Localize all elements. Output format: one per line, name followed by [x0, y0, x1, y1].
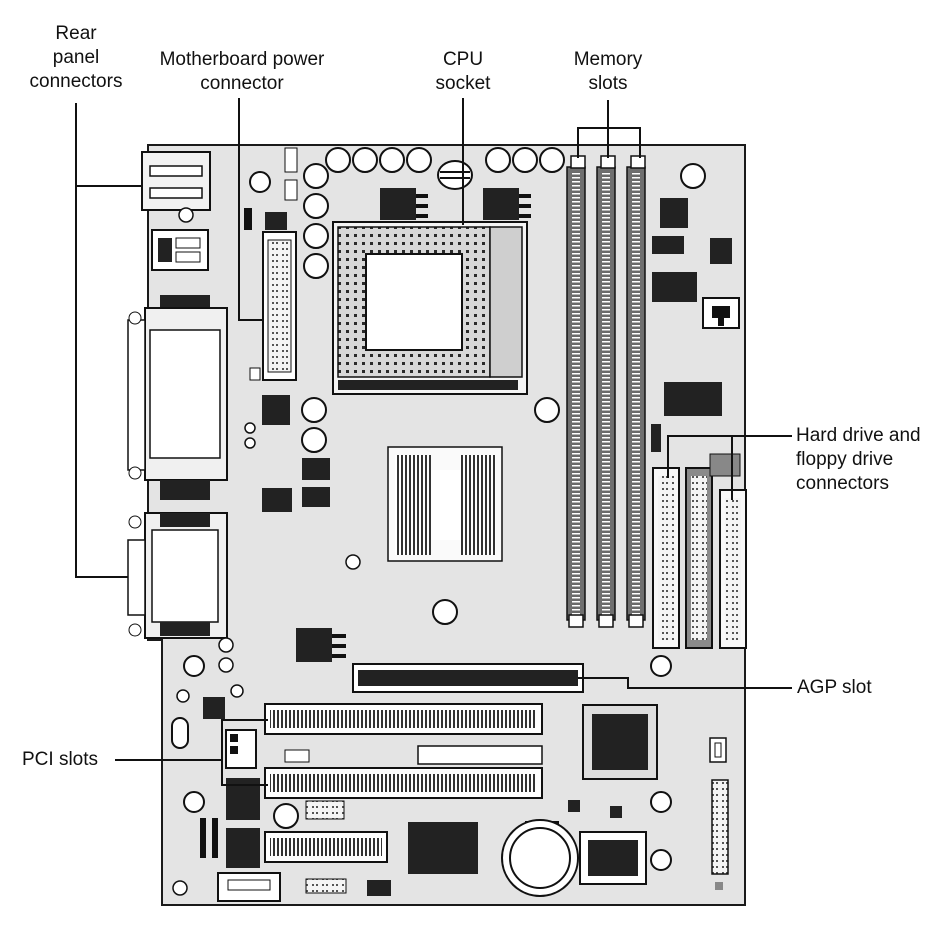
misc-headers [171, 147, 741, 902]
northbridge-chipset [387, 446, 503, 562]
memory-slots [566, 155, 646, 628]
power-jack [702, 297, 740, 329]
usb-connector [151, 229, 209, 271]
ide-floppy-connectors [652, 467, 747, 649]
capacitors [273, 147, 706, 829]
agp-slot [352, 663, 584, 693]
southbridge-chip [582, 704, 658, 780]
label-motherboard-power-connector: Motherboard power connector [159, 49, 325, 94]
leader-rear-panel [75, 103, 128, 578]
mounting-holes [183, 171, 672, 871]
parallel-port [127, 295, 228, 500]
small-holes [172, 422, 361, 896]
leader-lines [75, 98, 792, 786]
pci-slots [264, 703, 543, 863]
ps2-connectors [141, 151, 211, 223]
vga-port [127, 512, 228, 639]
atx-power-connector [262, 212, 297, 381]
leader-drive-connectors [667, 435, 792, 478]
label-pci-slots: PCI slots [22, 749, 99, 770]
leader-agp-slot [578, 677, 792, 689]
voltage-regulators [296, 188, 531, 662]
label-cpu-socket: CPU socket [435, 49, 491, 94]
misc-chips [203, 198, 732, 896]
cpu-socket [332, 221, 528, 395]
label-agp-slot: AGP slot [797, 677, 872, 698]
bios-chip [579, 831, 647, 885]
label-drive-connectors: Hard drive and floppy drive connectors [796, 425, 921, 494]
inductor-coil [437, 160, 473, 190]
cmos-battery [501, 819, 579, 897]
leader-power-connector [238, 98, 263, 321]
label-rear-panel-connectors: Rear panel connectors [29, 23, 123, 92]
label-memory-slots: Memory slots [573, 49, 643, 94]
